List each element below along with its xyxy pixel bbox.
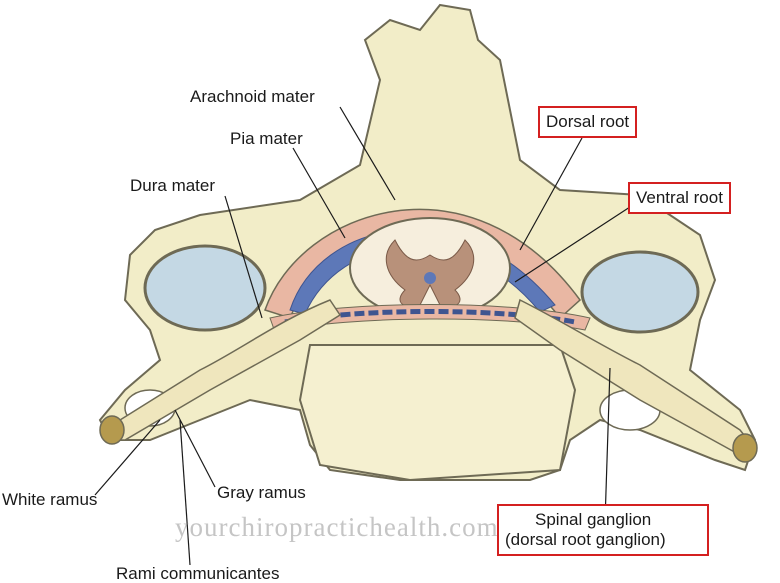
label-white-ramus: White ramus [2,490,98,509]
label-dura-mater: Dura mater [130,176,216,195]
left-transverse-foramen [143,244,267,332]
label-rami-communicantes: Rami communicantes [116,564,280,583]
vertebral-body [298,344,577,482]
label-dorsal-root-ganglion: (dorsal root ganglion) [505,530,666,549]
left-spinal-nerve [106,299,342,441]
ventral-root-box: Ventral root [628,182,731,214]
label-spinal-ganglion: Spinal ganglion [535,510,652,529]
dorsal-root-box: Dorsal root [538,106,638,138]
leader-lines [94,106,634,566]
right-transverse-foramen [580,250,700,334]
watermark: yourchiropractichealth.com [175,512,499,542]
label-arachnoid-mater: Arachnoid mater [190,87,315,106]
label-dorsal-root: Dorsal root [546,112,630,131]
label-gray-ramus: Gray ramus [217,483,306,502]
spinal-ganglion-box: Spinal ganglion (dorsal root ganglion) [497,504,709,556]
label-ventral-root: Ventral root [636,188,723,207]
label-pia-mater: Pia mater [230,129,303,148]
right-spinal-nerve [514,298,754,456]
